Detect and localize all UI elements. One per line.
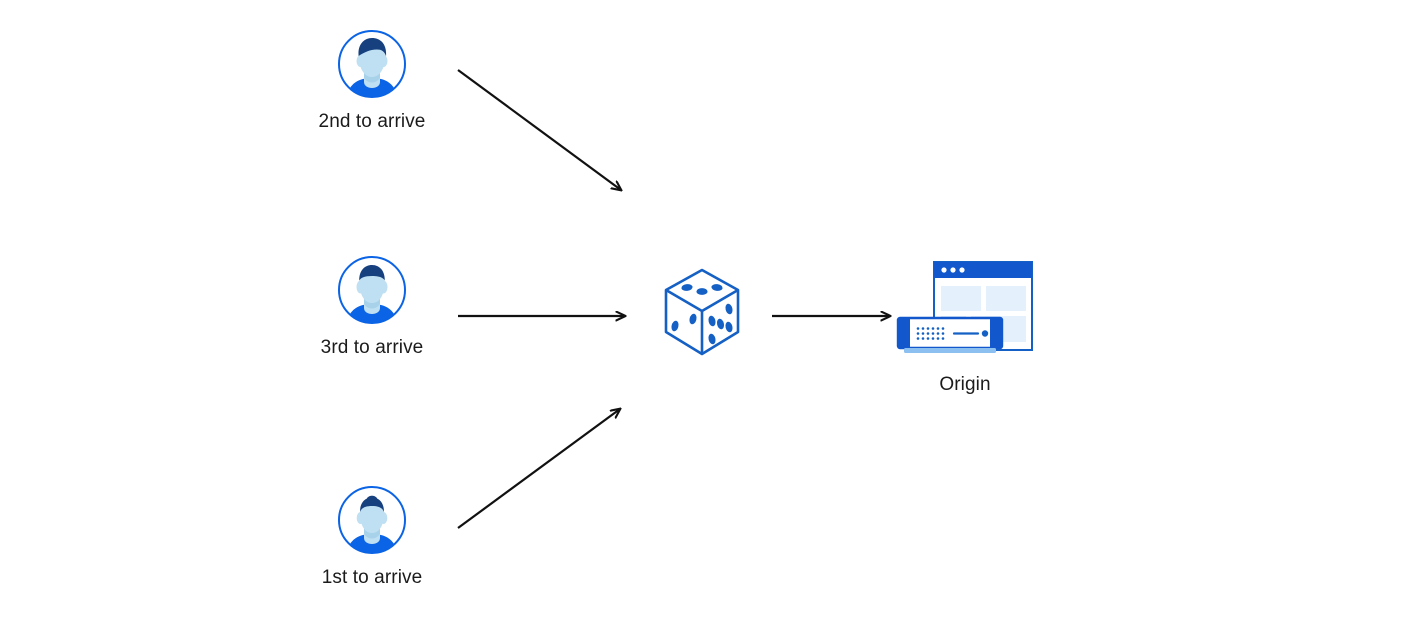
client-label-2nd: 2nd to arrive xyxy=(318,111,426,132)
origin-node: Origin xyxy=(894,258,1036,396)
client-label-3rd: 3rd to arrive xyxy=(320,337,424,358)
arrow-1st-to-dice xyxy=(457,409,620,529)
server-device-shape xyxy=(896,316,1004,353)
client-label-1st: 1st to arrive xyxy=(321,567,423,588)
client-node-2nd: 2nd to arrive xyxy=(319,28,425,133)
origin-server-icon xyxy=(894,258,1036,362)
dice-cube-icon xyxy=(660,266,744,358)
user-avatar-icon xyxy=(336,254,408,326)
client-node-1st: 1st to arrive xyxy=(322,484,422,589)
arrow-2nd-to-dice xyxy=(457,69,621,190)
user-avatar-icon xyxy=(336,484,408,556)
user-avatar-icon xyxy=(336,28,408,100)
client-node-3rd: 3rd to arrive xyxy=(321,254,423,359)
origin-label: Origin xyxy=(939,374,991,395)
randomizer-node xyxy=(660,266,744,358)
